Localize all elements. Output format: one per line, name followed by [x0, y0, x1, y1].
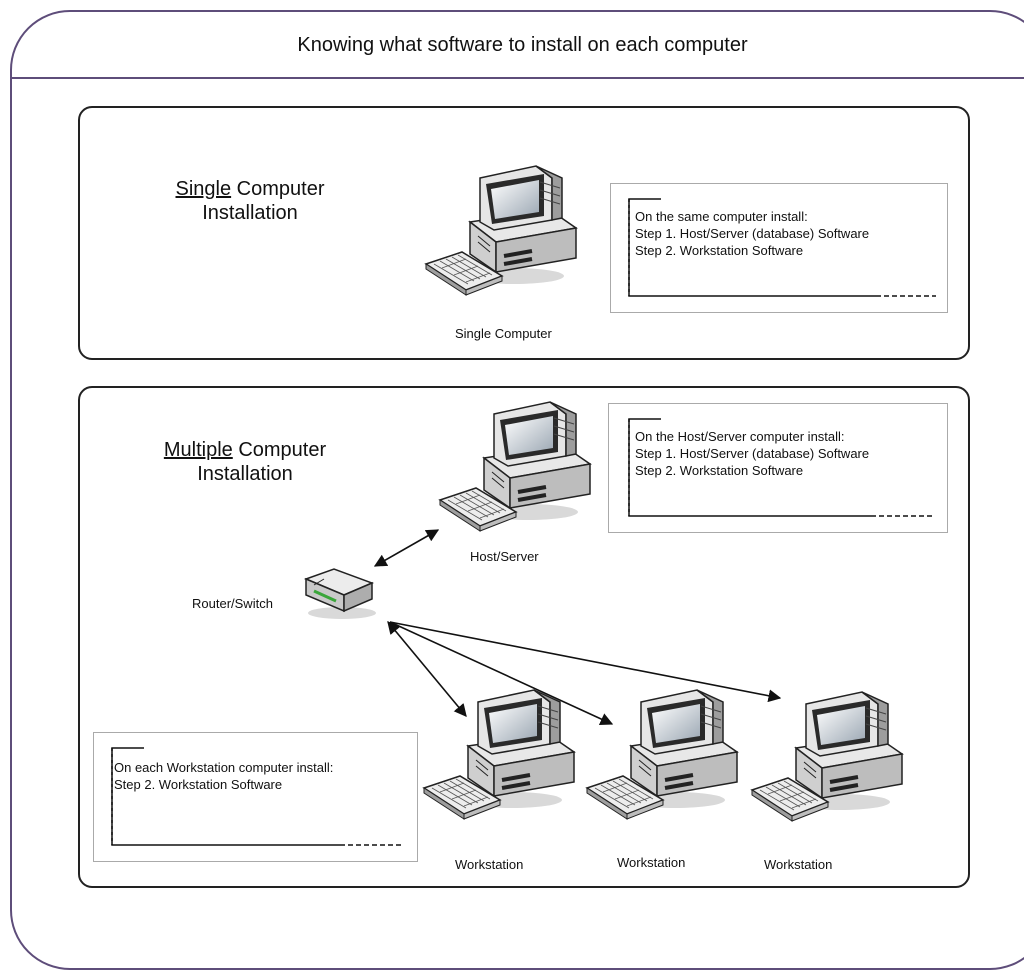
- heading-suffix: Computer: [231, 178, 325, 200]
- single-computer-label: Single Computer: [455, 326, 552, 341]
- note-line-1: On each Workstation computer install:: [114, 760, 334, 775]
- workstation-2-label: Workstation: [617, 855, 686, 870]
- heading-suffix: Computer: [232, 439, 327, 461]
- note-line-3: Step 2. Workstation Software: [635, 463, 804, 478]
- workstation-3-label: Workstation: [764, 857, 833, 872]
- heading-line2: Installation: [197, 463, 293, 485]
- host-server-label: Host/Server: [470, 549, 539, 564]
- page-title: Knowing what software to install on each…: [297, 34, 748, 56]
- workstation-2-computer-icon: [585, 688, 739, 821]
- note-line-2: Step 1. Host/Server (database) Software: [635, 226, 870, 241]
- title-divider: [10, 77, 1024, 79]
- heading-emphasis: Single: [175, 178, 232, 200]
- note-line-2: Step 1. Host/Server (database) Software: [635, 446, 870, 461]
- workstation-3-computer-icon: [750, 690, 904, 823]
- single-install-note: On the same computer install: Step 1. Ho…: [610, 183, 948, 313]
- note-bracket: [628, 418, 935, 517]
- note-text: On the Host/Server computer install: Ste…: [635, 428, 869, 479]
- single-installation-heading: Single Computer Installation: [150, 177, 350, 225]
- link-router-host: [373, 529, 440, 567]
- workstation-1-label: Workstation: [455, 857, 524, 872]
- router-switch-icon: [303, 568, 376, 619]
- multiple-installation-heading: Multiple Computer Installation: [145, 438, 345, 486]
- link-router-workstation-2: [389, 621, 614, 726]
- router-switch-label: Router/Switch: [192, 596, 273, 611]
- link-router-workstation-1: [387, 621, 467, 717]
- link-router-workstation-3: [389, 621, 782, 703]
- note-text: On the same computer install: Step 1. Ho…: [635, 208, 869, 259]
- network-links: [373, 529, 782, 726]
- note-line-1: On the same computer install:: [635, 209, 808, 224]
- note-bracket: [628, 198, 936, 297]
- note-text: On each Workstation computer install: St…: [114, 759, 333, 793]
- heading-line2: Installation: [202, 202, 298, 224]
- note-bracket: [111, 747, 404, 846]
- workstation-1-computer-icon: [422, 688, 576, 821]
- note-line-1: On the Host/Server computer install:: [635, 429, 845, 444]
- workstation-install-note: On each Workstation computer install: St…: [93, 732, 418, 862]
- note-line-3: Step 2. Workstation Software: [635, 243, 804, 258]
- heading-emphasis: Multiple: [163, 439, 233, 461]
- host-server-install-note: On the Host/Server computer install: Ste…: [608, 403, 948, 533]
- note-line-2: Step 2. Workstation Software: [114, 777, 283, 792]
- host-server-computer-icon: [438, 400, 592, 533]
